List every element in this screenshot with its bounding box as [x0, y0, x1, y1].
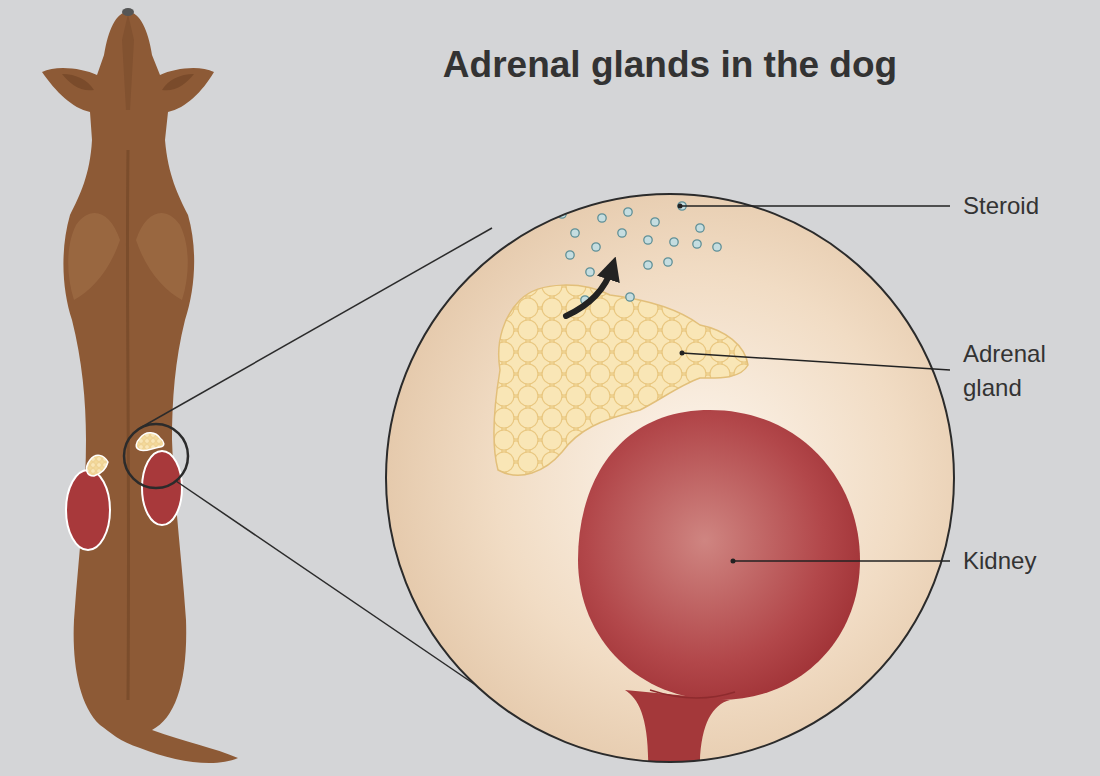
steroid-dot — [644, 236, 652, 244]
right-adrenal-small — [136, 433, 164, 451]
magnifier-ring — [124, 424, 188, 488]
dog-organs — [66, 424, 188, 550]
steroid-dot — [626, 293, 634, 301]
leader-line — [680, 205, 950, 207]
dog — [42, 8, 238, 763]
secretion-arrow — [566, 268, 612, 316]
steroid-dot — [598, 214, 606, 222]
leader-line — [733, 560, 950, 562]
dog-head-shade — [122, 14, 134, 110]
diagram-title: Adrenal glands in the dog — [290, 44, 1050, 86]
left-kidney-small — [66, 470, 110, 550]
zoom-circle-ground — [386, 194, 954, 762]
leader-line — [682, 353, 950, 370]
part-label: Adrenal gland — [963, 337, 1083, 405]
dog-nose — [122, 8, 134, 16]
steroid-dot — [592, 243, 600, 251]
steroid-dot — [586, 268, 594, 276]
part-label: Kidney — [963, 544, 1093, 578]
left-adrenal-small — [87, 455, 108, 476]
steroid-dot — [713, 243, 721, 251]
adrenal-gland — [494, 285, 748, 475]
steroid-dot — [696, 224, 704, 232]
steroid-dot — [618, 229, 626, 237]
steroid-dot — [644, 261, 652, 269]
steroid-dot — [664, 258, 672, 266]
kidney — [578, 410, 860, 700]
steroid-dot — [566, 251, 574, 259]
ureter — [625, 690, 730, 776]
steroid-dot — [624, 208, 632, 216]
part-label: Steroid — [963, 189, 1093, 223]
steroid-dot — [670, 238, 678, 246]
dog-spine — [127, 150, 128, 700]
steroid-dots — [558, 202, 721, 304]
steroid-dot — [571, 229, 579, 237]
steroid-dot — [651, 218, 659, 226]
steroid-dot — [693, 240, 701, 248]
zoom-contents — [494, 202, 860, 776]
zoom-circle-ring — [386, 194, 954, 762]
ureter-rim — [650, 690, 735, 698]
dog-body — [42, 12, 238, 763]
